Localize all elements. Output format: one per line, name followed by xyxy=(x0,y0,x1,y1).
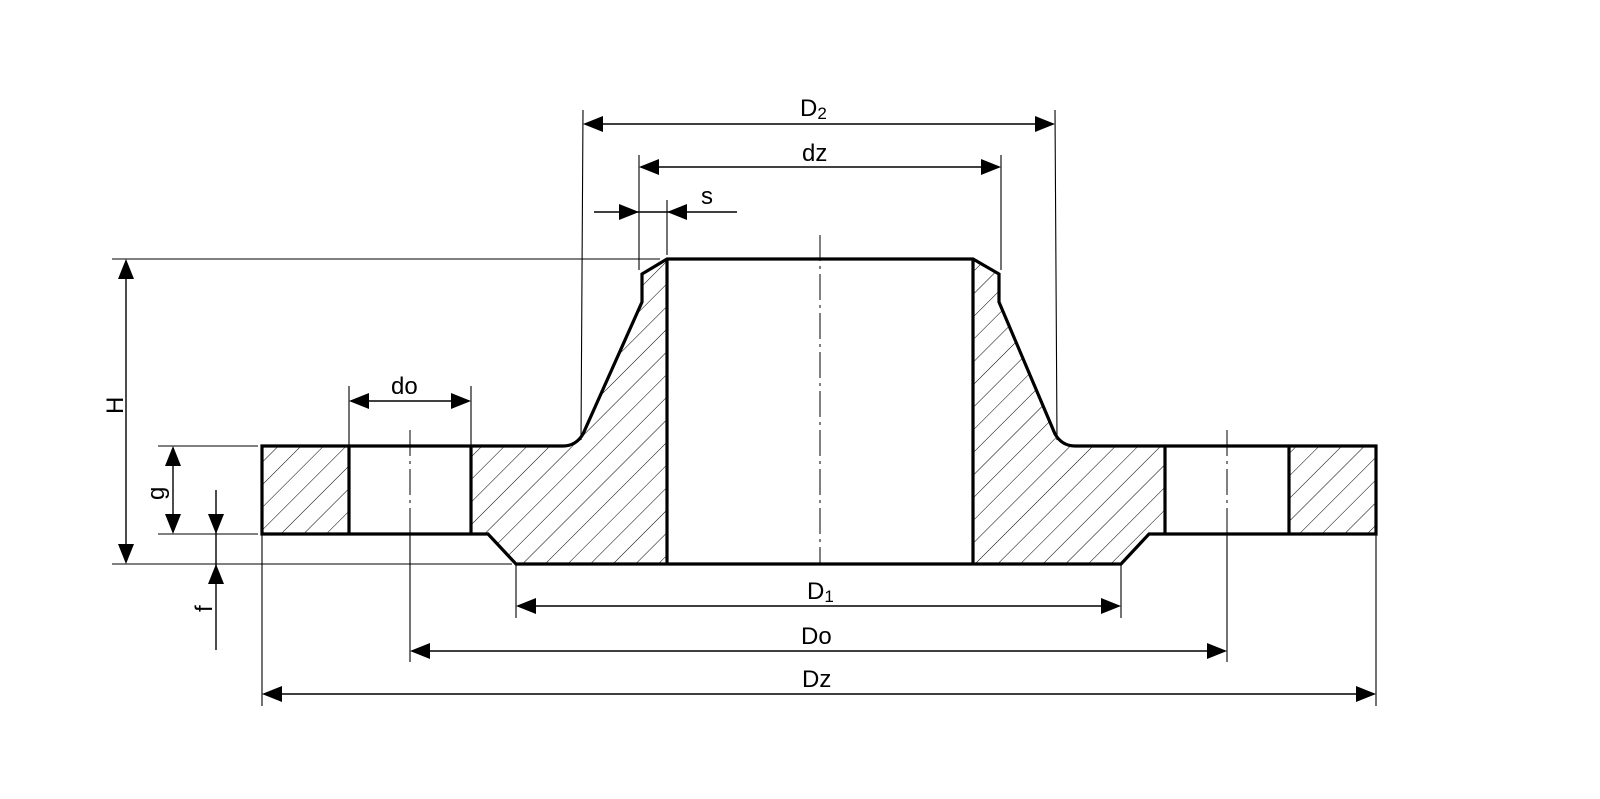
label-Do: Do xyxy=(801,623,832,650)
outline-left-half xyxy=(260,257,1378,566)
arrow-do-left xyxy=(349,393,369,409)
center-lines xyxy=(409,235,1228,564)
label-Dz: Dz xyxy=(802,666,831,693)
hatch-right-rim xyxy=(1289,446,1376,534)
hatch-left-rim xyxy=(262,446,349,534)
arrow-g-top xyxy=(165,446,181,466)
arrow-dz-right xyxy=(981,159,1001,175)
arrow-f-top xyxy=(208,514,224,534)
dimension-D1: D1 xyxy=(516,578,1121,614)
arrow-Dz-left xyxy=(262,686,282,702)
arrow-H-top xyxy=(118,259,134,279)
dimension-Do: Do xyxy=(410,623,1227,659)
dimension-dz: dz xyxy=(639,140,1001,175)
arrow-Do-right xyxy=(1207,643,1227,659)
arrow-g-bottom xyxy=(165,514,181,534)
label-s: s xyxy=(701,183,713,210)
arrow-D1-right xyxy=(1101,598,1121,614)
extension-lines xyxy=(112,109,1377,706)
label-D2: D2 xyxy=(800,95,827,123)
dimension-s: s xyxy=(594,183,737,220)
label-H: H xyxy=(102,397,129,414)
arrow-dz-left xyxy=(639,159,659,175)
hatch-right-body xyxy=(973,259,1165,564)
arrow-s-left xyxy=(619,204,639,220)
label-D1: D1 xyxy=(807,578,834,606)
arrow-Dz-right xyxy=(1356,686,1376,702)
arrow-H-bottom xyxy=(118,544,134,564)
label-dz: dz xyxy=(802,140,827,167)
dimension-g: g xyxy=(143,446,181,534)
arrow-f-bottom xyxy=(208,564,224,584)
dimension-f: f xyxy=(191,490,224,650)
dimension-D2: D2 xyxy=(583,95,1055,132)
arrow-s-right xyxy=(667,204,687,220)
ext-D2-left xyxy=(580,109,584,441)
dimension-Dz: Dz xyxy=(262,666,1376,702)
arrow-D2-right xyxy=(1035,116,1055,132)
ext-D2-right xyxy=(1054,109,1058,441)
dimension-H: H xyxy=(102,259,134,564)
arrow-D1-left xyxy=(516,598,536,614)
label-g: g xyxy=(143,487,170,500)
hatched-sections xyxy=(262,259,1376,564)
flange-outline xyxy=(260,257,1378,566)
hatch-left-body xyxy=(471,259,667,564)
arrow-do-right xyxy=(451,393,471,409)
arrow-D2-left xyxy=(583,116,603,132)
dimension-do: do xyxy=(349,373,471,409)
arrow-Do-left xyxy=(410,643,430,659)
label-do: do xyxy=(391,373,418,400)
label-f: f xyxy=(191,605,218,612)
